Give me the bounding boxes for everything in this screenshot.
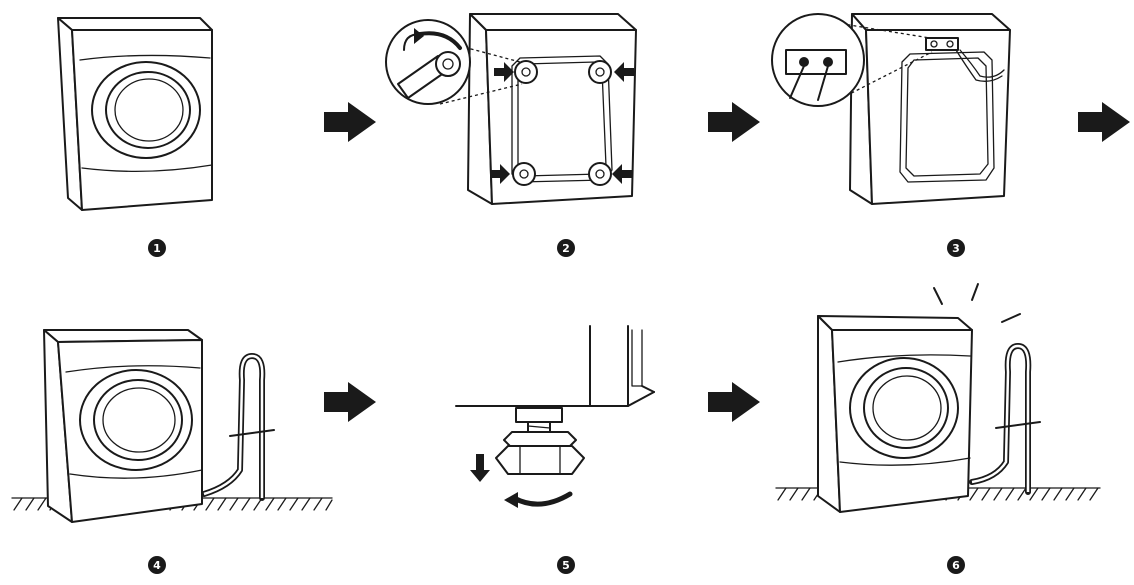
step-5-number-badge: 5: [557, 556, 575, 574]
step-number: 5: [562, 559, 570, 572]
step-6-vibration-check: [775, 283, 1101, 513]
arrow-down-icon: [470, 454, 490, 482]
step-number: 4: [153, 559, 161, 572]
arrow-right-icon: [1078, 102, 1130, 142]
step-number: 1: [153, 242, 161, 255]
rotate-arrow-icon: [504, 492, 518, 508]
vibration-lines-icon: [933, 283, 1021, 323]
step-5-leveling-foot: [455, 325, 655, 508]
arrow-right-icon: [324, 382, 376, 422]
step-number: 3: [952, 242, 960, 255]
step-6-number-badge: 6: [947, 556, 965, 574]
arrow-right-icon: [708, 382, 760, 422]
step-3-number-badge: 3: [947, 239, 965, 257]
step-number: 6: [952, 559, 960, 572]
step-4-number-badge: 4: [148, 556, 166, 574]
step-number: 2: [562, 242, 570, 255]
step-2-transit-bolts: [385, 13, 637, 205]
step-1-washing-machine: [57, 17, 213, 211]
arrow-right-icon: [324, 102, 376, 142]
step-3-hose-connection: [771, 13, 1011, 205]
arrow-right-icon: [708, 102, 760, 142]
step-4-hose-routing: [11, 329, 333, 523]
step-1-number-badge: 1: [148, 239, 166, 257]
step-2-number-badge: 2: [557, 239, 575, 257]
